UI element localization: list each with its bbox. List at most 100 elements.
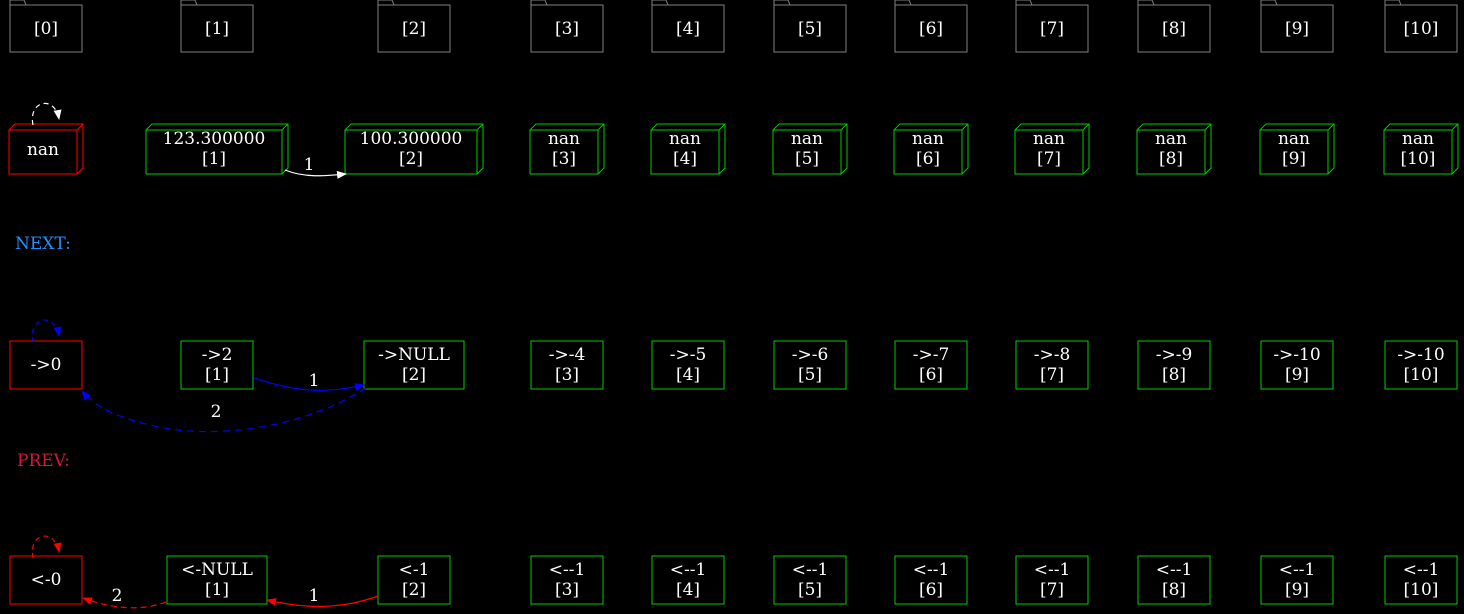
next-node-value: ->-4 <box>549 345 586 365</box>
data-node-value: nan <box>1155 129 1187 149</box>
data-node-value: nan <box>669 129 701 149</box>
data-node-index: [1] <box>202 149 226 169</box>
data-node-value: 100.300000 <box>360 129 463 149</box>
prev-node-index: [6] <box>919 580 943 600</box>
data-node: nan[4] <box>650 123 726 175</box>
data-node: nan[8] <box>1136 123 1212 175</box>
next-node-index: [6] <box>919 365 943 385</box>
index-folder-label: [2] <box>402 19 426 39</box>
next-edge-label-2: 2 <box>211 402 222 422</box>
next-node-index: [5] <box>798 365 822 385</box>
prev-node: <--1[4] <box>651 555 725 605</box>
next-node: ->2[1] <box>180 340 254 390</box>
next-node: ->-10[9] <box>1260 340 1334 390</box>
data-edge-label: 1 <box>304 155 315 175</box>
index-folder-label: [1] <box>205 19 229 39</box>
next-node-index: [8] <box>1162 365 1186 385</box>
prev-node: <--1[5] <box>773 555 847 605</box>
next-node-index: [4] <box>676 365 700 385</box>
prev-node-value: <--1 <box>1034 560 1071 580</box>
prev-node-value: <-NULL <box>181 560 253 580</box>
data-node: nan[3] <box>529 123 605 175</box>
next-node-index: [10] <box>1404 365 1439 385</box>
prev-node-value: <--1 <box>1403 560 1440 580</box>
data-node-value: 123.300000 <box>163 129 266 149</box>
prev-node: <--1[8] <box>1137 555 1211 605</box>
prev-edge-1-to-0 <box>82 597 167 609</box>
prev-node: <--1[3] <box>530 555 604 605</box>
next-node-row: ->0->2[1]->NULL[2]->-4[3]->-5[4]->-6[5]-… <box>9 340 1458 390</box>
index-folder-label: [8] <box>1162 19 1186 39</box>
data-node-row: nan123.300000[1]100.300000[2]nan[3]nan[4… <box>8 123 1459 175</box>
prev-node: <-1[2] <box>377 555 451 605</box>
index-folder-label: [10] <box>1404 19 1439 39</box>
index-folder: [9] <box>1260 0 1334 53</box>
data-node-value: nan <box>1278 129 1310 149</box>
data-node-value: nan <box>912 129 944 149</box>
next-node-value: ->-10 <box>1273 345 1320 365</box>
data-node: nan[10] <box>1383 123 1459 175</box>
data-head-node: nan <box>8 123 84 175</box>
data-node: 100.300000[2] <box>344 123 484 175</box>
next-section-label: NEXT: <box>15 234 71 254</box>
data-node: nan[6] <box>893 123 969 175</box>
data-node-index: [6] <box>916 149 940 169</box>
next-node-index: [1] <box>205 365 229 385</box>
next-node-value: ->0 <box>31 355 62 375</box>
next-node: ->-8[7] <box>1015 340 1089 390</box>
prev-section-label: PREV: <box>17 451 70 471</box>
next-node: ->-6[5] <box>773 340 847 390</box>
prev-head-node: <-0 <box>9 555 83 605</box>
prev-edge-label-2: 2 <box>112 586 123 606</box>
prev-node-value: <-1 <box>399 560 430 580</box>
prev-node-value: <--1 <box>792 560 829 580</box>
prev-self-loop-edge <box>31 535 62 559</box>
next-node: ->-5[4] <box>651 340 725 390</box>
next-node: ->-9[8] <box>1137 340 1211 390</box>
prev-node-value: <--1 <box>670 560 707 580</box>
next-node-index: [2] <box>402 365 426 385</box>
next-self-loop-edge <box>31 319 62 343</box>
data-node: nan[9] <box>1259 123 1335 175</box>
prev-node-index: [8] <box>1162 580 1186 600</box>
next-node-value: ->NULL <box>378 345 450 365</box>
data-node-index: [2] <box>399 149 423 169</box>
next-node-value: ->2 <box>202 345 233 365</box>
index-folder-label: [6] <box>919 19 943 39</box>
next-node-value: ->-10 <box>1397 345 1444 365</box>
data-node-index: [4] <box>673 149 697 169</box>
next-node: ->-10[10] <box>1384 340 1458 390</box>
prev-node-value: <--1 <box>549 560 586 580</box>
prev-node-index: [10] <box>1404 580 1439 600</box>
next-node: ->-7[6] <box>894 340 968 390</box>
prev-node: <--1[6] <box>894 555 968 605</box>
index-folder: [10] <box>1384 0 1458 53</box>
prev-node-index: [3] <box>555 580 579 600</box>
prev-node: <-NULL[1] <box>166 555 268 605</box>
data-self-loop-edge <box>31 102 62 126</box>
data-node-value: nan <box>27 140 59 160</box>
prev-node-index: [7] <box>1040 580 1064 600</box>
index-folder-label: [7] <box>1040 19 1064 39</box>
next-node: ->-4[3] <box>530 340 604 390</box>
index-folder: [2] <box>377 0 451 53</box>
data-node-index: [8] <box>1159 149 1183 169</box>
prev-node-index: [1] <box>205 580 229 600</box>
data-node-value: nan <box>1033 129 1065 149</box>
prev-node-index: [2] <box>402 580 426 600</box>
data-edge-1-to-2 <box>284 169 347 179</box>
next-node: ->NULL[2] <box>363 340 465 390</box>
prev-node-value: <--1 <box>1279 560 1316 580</box>
prev-node-value: <-0 <box>31 570 62 590</box>
prev-node-value: <--1 <box>913 560 950 580</box>
prev-node-row: <-0<-NULL[1]<-1[2]<--1[3]<--1[4]<--1[5]<… <box>9 555 1458 605</box>
next-edge-label-1: 1 <box>309 371 320 391</box>
index-folder-label: [4] <box>676 19 700 39</box>
index-folder: [5] <box>773 0 847 53</box>
index-folder: [6] <box>894 0 968 53</box>
index-folder-label: [9] <box>1285 19 1309 39</box>
prev-edge-label-1: 1 <box>309 586 320 606</box>
prev-node: <--1[7] <box>1015 555 1089 605</box>
data-node-value: nan <box>548 129 580 149</box>
index-folder: [7] <box>1015 0 1089 53</box>
